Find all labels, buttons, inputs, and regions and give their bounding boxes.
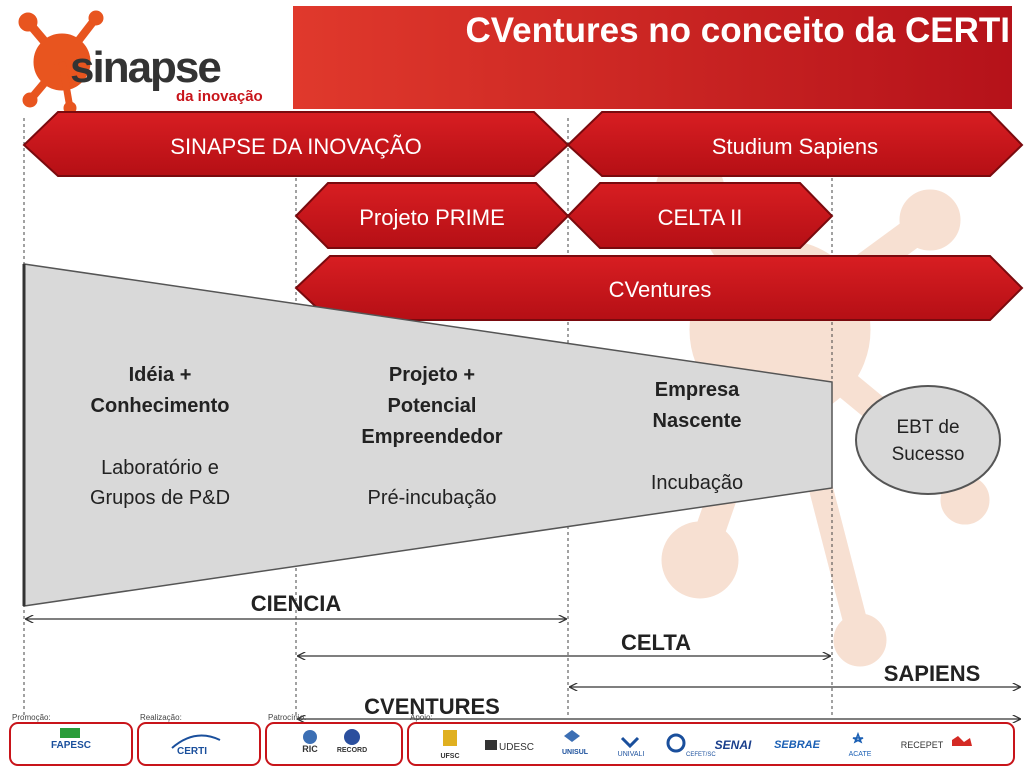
fapesc-icon: [60, 728, 80, 738]
acate-star-icon: [852, 731, 864, 744]
band-sinapse: SINAPSE DA INOVAÇÃO: [22, 111, 570, 177]
stage-projeto-detail-1: Pré-incubação: [368, 487, 497, 509]
band-label-celta-ii: CELTA II: [658, 205, 743, 230]
sponsor-univali: UNIVALI: [618, 751, 645, 758]
footer-sponsors: Promoção: Realização: Patrocínio: Apoio:…: [9, 713, 1015, 766]
stage-empresa-detail-1: Incubação: [651, 472, 743, 494]
logo-wordmark: sinapse: [70, 43, 220, 92]
stage-projeto-title-1: Projeto +: [389, 364, 475, 386]
cefet-icon: [666, 733, 686, 753]
record-globe-icon: [344, 729, 360, 745]
band-projeto-prime: Projeto PRIME: [294, 182, 570, 249]
ric-globe-icon: [303, 730, 317, 744]
outcome-ebt: EBT de Sucesso: [855, 385, 1001, 495]
sinapse-logo: sinapse da inovação: [18, 10, 263, 115]
certi-swoosh-icon: [171, 734, 221, 749]
band-cventures: CVentures: [294, 255, 1024, 321]
band-label-studium: Studium Sapiens: [712, 134, 878, 159]
stage-idea-title-2: Conhecimento: [91, 395, 230, 417]
footer-box-patrocinio: [265, 722, 403, 766]
page-title: CVentures no conceito da CERTI: [465, 11, 1010, 50]
stage-projeto-title-2: Potencial: [388, 395, 477, 417]
stage-projeto-title-3: Empreendedor: [361, 426, 502, 448]
sponsor-recepet: RECEPET: [901, 740, 944, 750]
band-label-cventures: CVentures: [609, 277, 712, 302]
stage-idea-title-1: Idéia +: [129, 364, 192, 386]
footer-label-promocao: Promoção:: [12, 713, 51, 722]
sponsor-ufsc: UFSC: [440, 753, 459, 760]
band-studium-sapiens: Studium Sapiens: [566, 111, 1024, 177]
header-panel: [293, 6, 1012, 109]
outcome-line-2: Sucesso: [892, 444, 965, 465]
unisul-icon: [564, 730, 580, 742]
sponsor-ric: RIC: [302, 744, 318, 754]
sponsor-senai: SENAI: [715, 738, 752, 752]
footer-box-apoio: [407, 722, 1015, 766]
sponsor-fapesc: FAPESC: [51, 740, 91, 751]
logo-subtitle: da inovação: [176, 88, 263, 105]
footer-box-promocao: [9, 722, 133, 766]
footer-label-apoio: Apoio:: [410, 713, 433, 722]
sponsor-acate: ACATE: [849, 751, 872, 758]
outcome-line-1: EBT de: [896, 417, 959, 438]
stage-idea: Idéia + Conhecimento Laboratório e Grupo…: [90, 364, 230, 509]
stage-idea-detail-2: Grupos de P&D: [90, 487, 230, 509]
range-label-celta: CELTA: [621, 630, 691, 655]
stage-empresa-title-1: Empresa: [655, 379, 740, 401]
sponsor-record: RECORD: [337, 747, 367, 754]
stage-empresa-title-2: Nascente: [653, 410, 742, 432]
stage-idea-detail-1: Laboratório e: [101, 457, 219, 479]
band-label-sinapse: SINAPSE DA INOVAÇÃO: [170, 134, 421, 159]
range-cventures: CVENTURES: [298, 694, 1020, 719]
band-celta-ii: CELTA II: [566, 182, 834, 249]
footer-box-realizacao: [137, 722, 261, 766]
udesc-icon: [485, 740, 497, 750]
sponsor-udesc: UDESC: [499, 742, 534, 753]
sponsor-sebrae: SEBRAE: [774, 739, 821, 751]
sponsor-certi: CERTI: [177, 746, 207, 757]
footer-label-realizacao: Realização:: [140, 713, 182, 722]
range-label-sapiens: SAPIENS: [884, 661, 981, 686]
range-ciencia: CIENCIA: [26, 591, 566, 619]
stage-projeto: Projeto + Potencial Empreendedor Pré-inc…: [361, 364, 502, 509]
recepet-icon: [952, 736, 972, 746]
range-sapiens: SAPIENS: [570, 661, 1020, 687]
footer-label-patrocinio: Patrocínio:: [268, 713, 306, 722]
range-celta: CELTA: [298, 630, 830, 656]
range-label-ciencia: CIENCIA: [251, 591, 342, 616]
sponsor-unisul: UNISUL: [562, 749, 589, 756]
sponsor-cefet: CEFET/SC: [686, 752, 716, 758]
stage-empresa: Empresa Nascente Incubação: [651, 379, 743, 494]
univali-icon: [620, 736, 640, 749]
band-label-prime: Projeto PRIME: [359, 205, 505, 230]
ufsc-crest-icon: [443, 730, 457, 746]
